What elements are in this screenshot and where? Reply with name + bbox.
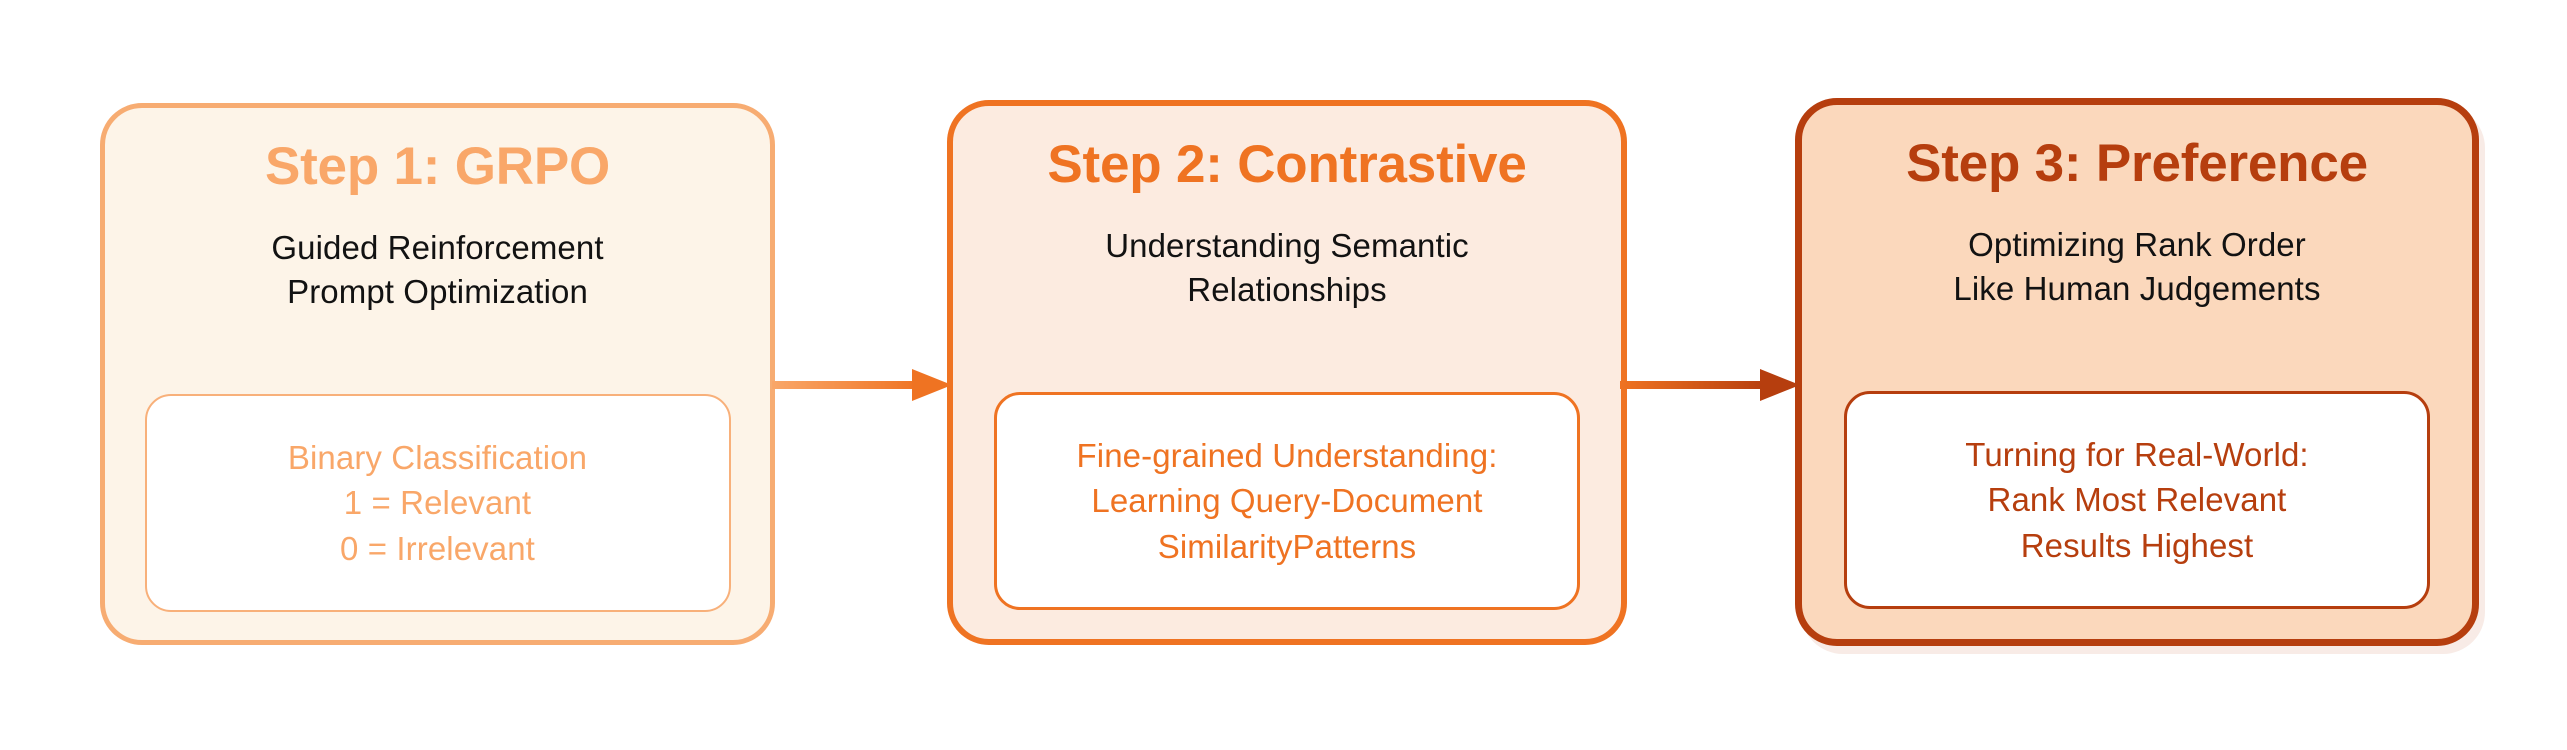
step-1-subtitle: Guided Reinforcement Prompt Optimization [271, 226, 603, 313]
step-3-subtitle-line-2: Like Human Judgements [1953, 269, 2321, 307]
step-2-subtitle-line-1: Understanding Semantic [1105, 227, 1469, 265]
step-3-detail-line-1: Turning for Real-World: [1965, 435, 2309, 473]
step-3-detail-box[interactable]: Turning for Real-World: Rank Most Releva… [1844, 391, 2430, 609]
step-3-subtitle-line-1: Optimizing Rank Order [1968, 226, 2306, 264]
step-1-detail-line-2: 1 = Relevant [343, 484, 532, 522]
step-2-subtitle: Understanding Semantic Relationships [1105, 224, 1469, 311]
step-3-subtitle: Optimizing Rank Order Like Human Judgeme… [1953, 223, 2320, 310]
step-2-detail-line-1: Fine-grained Understanding: [1076, 436, 1498, 474]
step-3-detail-text: Turning for Real-World: Rank Most Releva… [1965, 432, 2308, 569]
step-1-subtitle-line-1: Guided Reinforcement [271, 229, 604, 267]
step-2-title: Step 2: Contrastive [1047, 135, 1527, 194]
step-1-detail-text: Binary Classification 1 = Relevant 0 = I… [288, 435, 587, 572]
arrow-step1-to-step2 [772, 369, 952, 401]
step-3-title: Step 3: Preference [1906, 134, 2368, 193]
step-card-2[interactable]: Step 2: Contrastive Understanding Semant… [947, 100, 1627, 645]
step-2-subtitle-line-2: Relationships [1187, 270, 1387, 308]
step-2-detail-line-3: SimilarityPatterns [1157, 527, 1417, 565]
step-card-1[interactable]: Step 1: GRPO Guided Reinforcement Prompt… [100, 103, 775, 645]
step-2-detail-line-2: Learning Query-Document [1091, 482, 1483, 520]
step-1-subtitle-line-2: Prompt Optimization [287, 272, 588, 310]
step-3-detail-line-2: Rank Most Relevant [1987, 481, 2287, 519]
step-2-detail-box[interactable]: Fine-grained Understanding: Learning Que… [994, 392, 1580, 610]
step-1-detail-box[interactable]: Binary Classification 1 = Relevant 0 = I… [144, 394, 731, 612]
step-3-detail-line-3: Results Highest [2020, 526, 2254, 564]
step-1-title: Step 1: GRPO [264, 137, 611, 196]
step-card-3[interactable]: Step 3: Preference Optimizing Rank Order… [1795, 98, 2479, 646]
arrow-step2-to-step3 [1620, 369, 1800, 401]
step-2-detail-text: Fine-grained Understanding: Learning Que… [1077, 433, 1498, 570]
step-1-detail-line-1: Binary Classification [287, 438, 588, 476]
step-1-detail-line-3: 0 = Irrelevant [340, 529, 535, 567]
